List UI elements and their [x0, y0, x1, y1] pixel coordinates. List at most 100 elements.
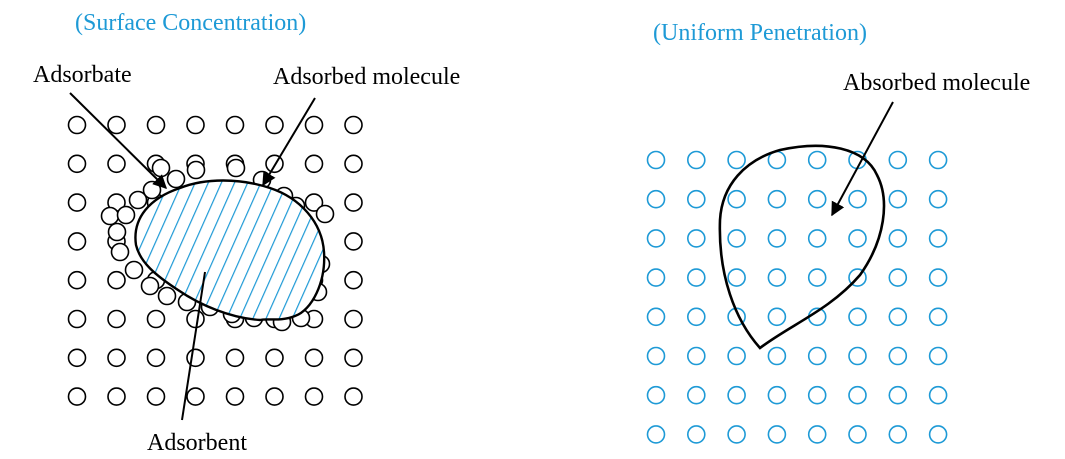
absorbed-molecule-arrow: [831, 101, 894, 217]
absorbed-molecule: [848, 189, 867, 209]
adsorbate-molecule: [344, 309, 363, 329]
adsorbate-molecule: [344, 232, 363, 251]
absorbed-molecule: [888, 229, 908, 248]
absorbed-molecule: [646, 425, 666, 444]
adsorbate-molecule: [304, 387, 324, 406]
absorbed-molecule: [848, 229, 867, 248]
absorbed-molecule: [888, 385, 908, 405]
absorbed-molecule: [767, 425, 787, 444]
adsorbate-arrow: [69, 92, 167, 189]
absorbed-molecule: [686, 189, 706, 209]
absorbed-molecule: [727, 229, 746, 248]
adsorbate-molecule: [67, 348, 87, 368]
absorbed-molecule: [888, 346, 908, 366]
absorbed-molecule: [888, 268, 908, 287]
absorbed-molecule: [848, 346, 867, 366]
adsorbate-molecule: [67, 270, 87, 290]
absorbed-molecule: [807, 425, 827, 444]
adsorbate-molecule: [67, 309, 87, 329]
adsorbate-molecule: [304, 193, 324, 212]
absorbed-molecule: [646, 189, 666, 209]
absorbed-molecule: [928, 268, 948, 287]
adsorbate-molecule: [146, 348, 166, 368]
absorbed-molecule: [646, 150, 666, 170]
absorbed-molecule: [767, 268, 787, 287]
adsorbate-molecule: [107, 387, 126, 406]
absorbed-molecule-label: Absorbed molecule: [843, 70, 1030, 96]
adsorbate-molecule: [67, 193, 87, 212]
adsorbate-molecule: [344, 387, 363, 406]
adsorbate-label: Adsorbate: [33, 62, 132, 88]
absorbed-molecule: [928, 385, 948, 405]
adsorbent-label: Adsorbent: [147, 430, 247, 454]
absorbed-molecule: [686, 307, 706, 327]
absorbed-molecule: [888, 189, 908, 209]
absorbed-molecule: [686, 150, 706, 170]
adsorbate-molecule: [107, 115, 126, 135]
adsorbent-pointer-line: [181, 271, 206, 421]
adsorbed-molecule: [166, 169, 186, 189]
adsorbate-molecule: [107, 270, 126, 290]
adsorbate-molecule: [225, 348, 245, 368]
adsorbate-molecule: [344, 348, 363, 368]
absorbed-molecule: [888, 425, 908, 444]
absorbed-molecule: [686, 385, 706, 405]
right-panel-title: (Uniform Penetration): [653, 20, 867, 46]
adsorbed-molecule: [157, 286, 177, 306]
adsorbate-molecule: [304, 154, 324, 174]
adsorbed-molecule-label: Adsorbed molecule: [273, 64, 460, 90]
absorbed-molecule: [727, 346, 746, 366]
adsorbent-particle: [134, 179, 326, 322]
adsorbate-molecule: [186, 348, 205, 368]
absorbed-molecule: [807, 150, 827, 170]
adsorbate-molecule: [107, 348, 126, 368]
right-panel: (Uniform Penetration) Absorbed molecule: [646, 20, 1030, 444]
adsorbate-molecule: [107, 154, 126, 174]
adsorbate-molecule: [344, 115, 363, 135]
absorbed-molecule: [928, 425, 948, 444]
adsorbate-molecule: [146, 115, 166, 135]
adsorbate-molecule: [146, 387, 166, 406]
absorbed-molecule: [646, 385, 666, 405]
adsorbed-molecule: [110, 242, 130, 262]
absorbed-molecule: [646, 307, 666, 327]
adsorbate-molecule: [107, 309, 126, 329]
absorbed-molecule: [767, 229, 787, 248]
adsorbate-molecule: [186, 309, 205, 329]
adsorbate-molecule: [225, 115, 245, 135]
adsorbate-molecule: [265, 348, 284, 368]
absorbed-molecule: [686, 229, 706, 248]
absorbed-molecule: [767, 189, 787, 209]
absorbed-molecule: [807, 346, 827, 366]
adsorbed-molecule: [100, 206, 120, 226]
adsorbate-molecule: [67, 387, 87, 406]
absorbed-molecule: [928, 307, 948, 327]
adsorbed-molecule: [315, 204, 335, 224]
adsorbate-molecule: [265, 154, 284, 174]
adsorbate-molecule: [67, 115, 87, 135]
absorbed-molecule: [646, 229, 666, 248]
absorbed-molecule: [807, 229, 827, 248]
absorbed-molecule: [848, 425, 867, 444]
adsorbate-molecule: [265, 387, 284, 406]
absorbed-molecule: [807, 385, 827, 405]
absorbed-molecule: [727, 150, 746, 170]
adsorbed-molecule: [186, 160, 206, 180]
absorbed-molecule: [686, 425, 706, 444]
adsorbate-molecule: [265, 115, 284, 135]
absorbed-molecule: [646, 346, 666, 366]
absorbed-molecule: [807, 268, 827, 287]
absorbed-molecule: [727, 425, 746, 444]
adsorbed-molecule-arrow: [262, 97, 316, 187]
adsorbed-molecule: [142, 180, 162, 200]
absorbed-molecule: [767, 346, 787, 366]
absorbed-molecule: [848, 307, 867, 327]
absorbed-molecule: [686, 268, 706, 287]
absorbed-molecule: [807, 189, 827, 209]
absorbed-molecule: [928, 189, 948, 209]
absorbed-molecule: [888, 150, 908, 170]
left-panel: (Surface Concentration) Adsorbate Adsorb…: [33, 10, 460, 456]
absorbed-molecule: [727, 385, 746, 405]
